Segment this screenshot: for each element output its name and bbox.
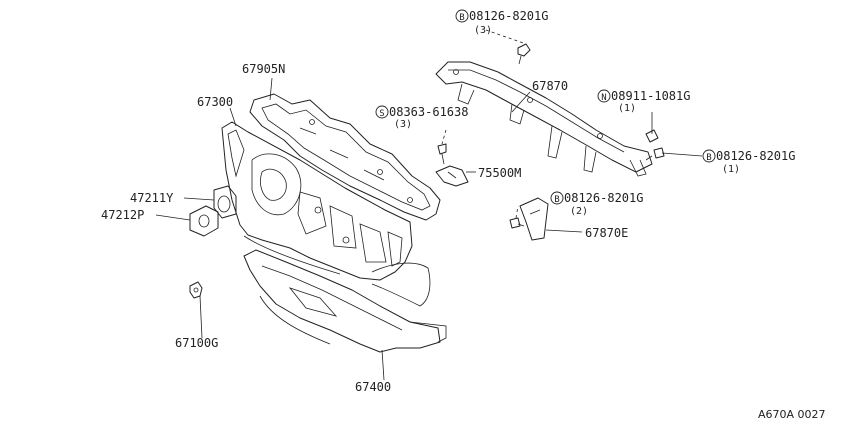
label-67905n: 67905N xyxy=(242,62,285,76)
callout-bolt-right: B 08126-8201G (1) xyxy=(702,149,795,175)
prefix-n: N xyxy=(601,93,606,103)
prefix-s: S xyxy=(379,109,384,119)
prefix-circle xyxy=(550,191,564,205)
prefix-circle xyxy=(702,149,716,163)
bracket-75500m xyxy=(435,165,469,187)
cowl-gasket xyxy=(249,93,441,221)
label-n-num: 08911-1081G xyxy=(611,89,690,103)
label-67870e: 67870E xyxy=(585,226,628,240)
prefix-b-top: B xyxy=(459,13,464,23)
callout-nut: N 08911-1081G (1) xyxy=(597,89,690,114)
dash-panel xyxy=(221,121,431,307)
diagram-code: A670A 0027 xyxy=(758,408,826,421)
grommet-assembly xyxy=(189,185,237,237)
prefix-circle xyxy=(597,89,611,103)
dash-insulator xyxy=(243,249,447,353)
label-b-right-qty: (1) xyxy=(722,164,740,175)
bolts xyxy=(437,43,665,229)
label-67100g: 67100G xyxy=(175,336,218,350)
callout-bolt-top: B 08126-8201G (3) xyxy=(455,9,548,36)
prefix-b-right: B xyxy=(706,153,711,163)
leader-lines xyxy=(155,77,703,381)
callout-bolt-middle: B 08126-8201G (2) xyxy=(550,191,643,217)
dashed-lines xyxy=(441,29,527,219)
label-67400: 67400 xyxy=(355,380,391,394)
callout-labels: 67905N 67300 47211Y 47212P 67100G 67400 … xyxy=(101,9,826,421)
callout-screw: S 08363-61638 (3) xyxy=(375,105,468,130)
label-75500m: 75500M xyxy=(478,166,521,180)
label-b-middle-num: 08126-8201G xyxy=(564,191,643,205)
label-s-num: 08363-61638 xyxy=(389,105,468,119)
prefix-circle xyxy=(455,9,469,23)
label-67300: 67300 xyxy=(197,95,233,109)
label-n-qty: (1) xyxy=(618,103,636,114)
label-67870: 67870 xyxy=(532,79,568,93)
clip xyxy=(189,281,203,299)
bracket-67870e xyxy=(519,197,549,241)
prefix-b-middle: B xyxy=(554,195,559,205)
label-s-qty: (3) xyxy=(394,119,412,130)
prefix-circle xyxy=(375,105,389,119)
label-b-top-qty: (3) xyxy=(474,25,492,36)
label-47212p: 47212P xyxy=(101,208,144,222)
label-47211y: 47211Y xyxy=(130,191,174,205)
label-b-middle-qty: (2) xyxy=(570,206,588,217)
label-b-right-num: 08126-8201G xyxy=(716,149,795,163)
cross-member xyxy=(435,61,653,177)
label-b-top-num: 08126-8201G xyxy=(469,9,548,23)
